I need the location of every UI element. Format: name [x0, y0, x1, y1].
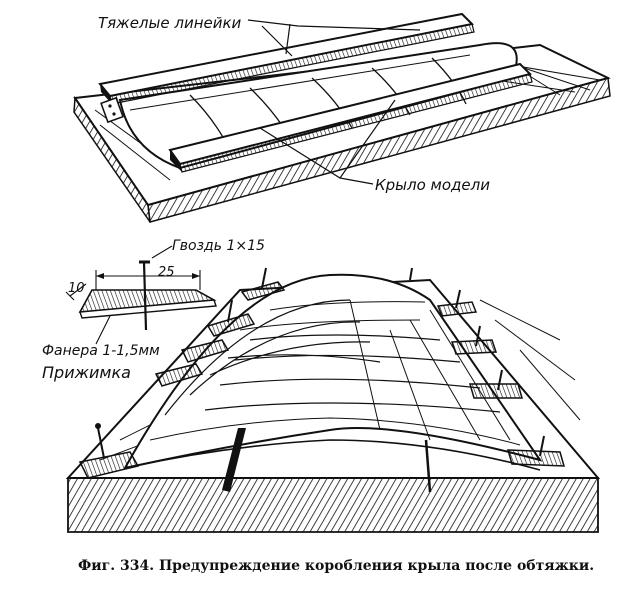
label-wing: Крыло модели — [375, 176, 490, 194]
clamp-left-5 — [78, 423, 140, 479]
bottom-clamps-left — [78, 267, 286, 479]
label-dimension-length: 25 — [158, 265, 175, 280]
label-dimension-width: 10 — [68, 281, 85, 296]
clamp-detail — [65, 245, 217, 345]
bottom-drawing: Гвоздь 1×15 25 10 Фанера 1-1,5мм Прижимк… — [42, 238, 601, 533]
label-heavy-rulers: Тяжелые линейки — [98, 14, 242, 32]
clamp-right-2 — [450, 325, 498, 355]
clamp-left-3 — [180, 339, 230, 363]
clamp-right-4 — [506, 435, 566, 467]
label-plywood: Фанера 1-1,5мм — [42, 343, 160, 359]
clamp-left-2 — [206, 299, 256, 337]
clamp-right-1 — [436, 289, 478, 317]
clamp-right-3 — [469, 369, 523, 399]
figure-caption: Фиг. 334. Предупреждение коробления крыл… — [78, 558, 594, 574]
clamp-left-1 — [240, 267, 286, 301]
top-heavy-rulers — [98, 12, 533, 173]
label-clamp: Прижимка — [42, 363, 131, 382]
clamp-left-4 — [154, 363, 204, 387]
bottom-supports — [222, 267, 432, 493]
top-drawing: Тяжелые линейки Крыло модели — [73, 12, 611, 223]
bottom-clamps-right — [436, 289, 566, 467]
label-nail: Гвоздь 1×15 — [172, 238, 265, 254]
top-hinge-plate — [100, 96, 124, 124]
